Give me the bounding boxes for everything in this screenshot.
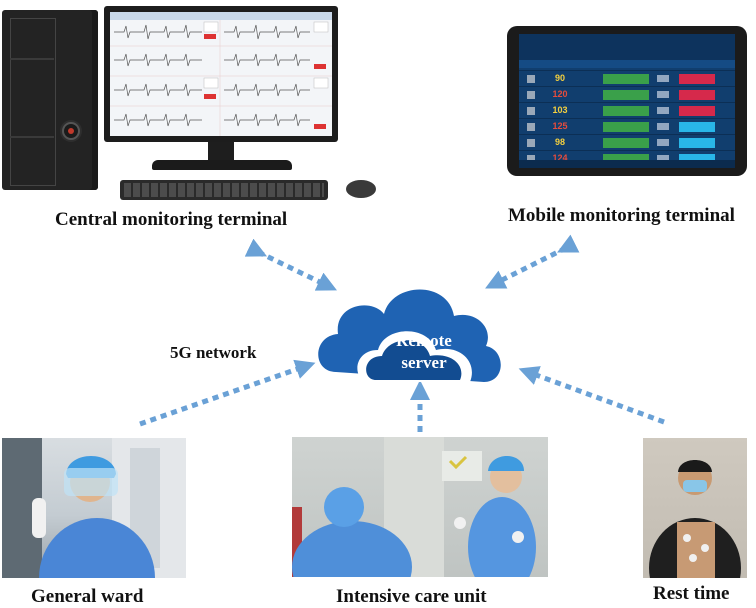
monitor-stand [208, 142, 234, 162]
mobile-monitoring-label: Mobile monitoring terminal [508, 205, 735, 226]
action-button [679, 74, 715, 84]
action-button [679, 122, 715, 132]
tablet-patient-row: 120 [519, 86, 735, 104]
details-link [657, 107, 669, 114]
action-button [679, 154, 715, 164]
details-link [657, 155, 669, 162]
action-button [679, 106, 715, 116]
monitor-base [152, 160, 292, 170]
row-checkbox [527, 75, 535, 83]
heart-rate-value: 120 [552, 89, 568, 99]
heart-rate-value: 90 [554, 73, 565, 83]
details-link [657, 75, 669, 82]
tablet-patient-row: 125 [519, 118, 735, 136]
status-badge [603, 138, 649, 148]
desktop-tower-icon [2, 10, 98, 190]
cloud-icon [318, 289, 501, 382]
row-checkbox [527, 139, 535, 147]
remote-server-label: Remote server [381, 330, 467, 374]
details-link [657, 123, 669, 130]
row-checkbox [527, 107, 535, 115]
row-checkbox [527, 155, 535, 163]
status-badge [603, 122, 649, 132]
general-ward-label: General ward [31, 586, 144, 607]
monitor-icon [104, 6, 338, 142]
keyboard-icon [120, 180, 328, 200]
general-ward-photo [2, 438, 186, 578]
tablet-patient-row: 90 [519, 70, 735, 88]
tablet-patient-row: 98 [519, 134, 735, 152]
tablet-patient-row: 124 [519, 150, 735, 168]
row-checkbox [527, 123, 535, 131]
tablet-icon: 90 120 103 125 98 124 [507, 26, 747, 176]
status-badge [603, 74, 649, 84]
network-label: 5G network [170, 343, 257, 362]
icu-label: Intensive care unit [336, 586, 487, 607]
details-link [657, 91, 669, 98]
row-checkbox [527, 91, 535, 99]
details-link [657, 139, 669, 146]
central-monitoring-label: Central monitoring terminal [55, 209, 288, 230]
server-line-1: Remote [396, 331, 452, 350]
action-button [679, 90, 715, 100]
heart-rate-value: 125 [552, 121, 568, 131]
rest-time-photo [643, 438, 747, 578]
ecg-monitor-screen [110, 12, 332, 136]
heart-rate-value: 98 [554, 137, 565, 147]
rest-time-label: Rest time [653, 583, 730, 604]
tablet-monitor-screen: 90 120 103 125 98 124 [519, 34, 735, 168]
mouse-icon [346, 180, 376, 198]
action-button [679, 138, 715, 148]
heart-rate-value: 124 [552, 153, 568, 163]
status-badge [603, 106, 649, 116]
heart-rate-value: 103 [552, 105, 568, 115]
power-button-icon [62, 122, 80, 140]
status-badge [603, 154, 649, 164]
icu-photo [292, 437, 548, 577]
server-line-2: server [401, 353, 447, 372]
status-badge [603, 90, 649, 100]
tablet-patient-row: 103 [519, 102, 735, 120]
